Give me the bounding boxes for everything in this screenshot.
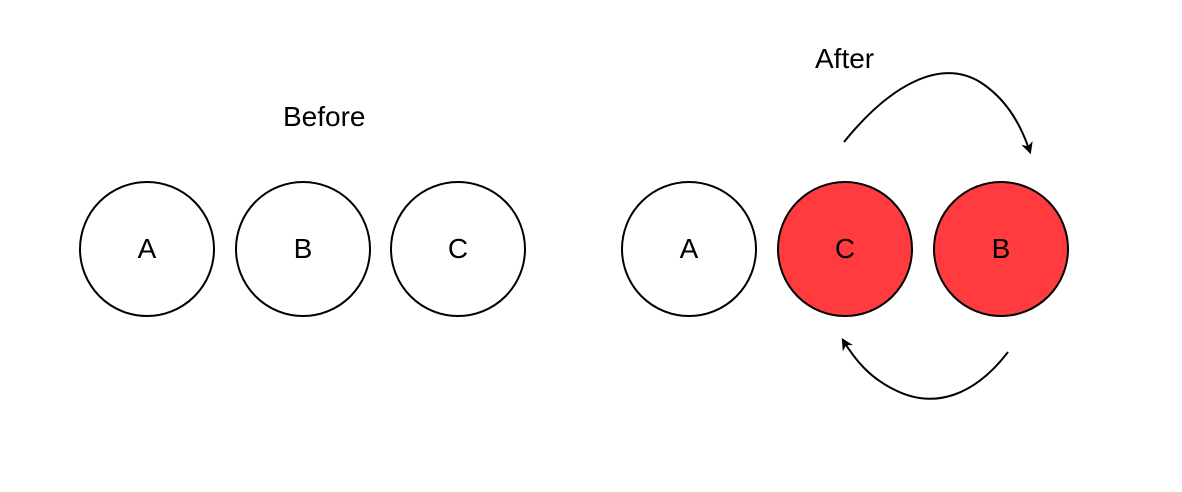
after-node-c: C — [777, 181, 913, 317]
node-label: C — [447, 233, 469, 264]
before-node-c: C — [390, 181, 526, 317]
before-node-a: A — [79, 181, 215, 317]
before-title: Before — [283, 101, 366, 132]
after-node-b: B — [933, 181, 1069, 317]
node-label: A — [679, 233, 699, 264]
node-label: B — [293, 233, 313, 264]
after-title: After — [815, 43, 875, 74]
before-node-b: B — [235, 181, 371, 317]
node-label: B — [991, 233, 1011, 264]
after-node-a: A — [621, 181, 757, 317]
node-label: A — [137, 233, 157, 264]
node-label: C — [834, 233, 856, 264]
bottom-swap-arrow — [841, 337, 1009, 400]
top-swap-arrow — [843, 72, 1033, 155]
